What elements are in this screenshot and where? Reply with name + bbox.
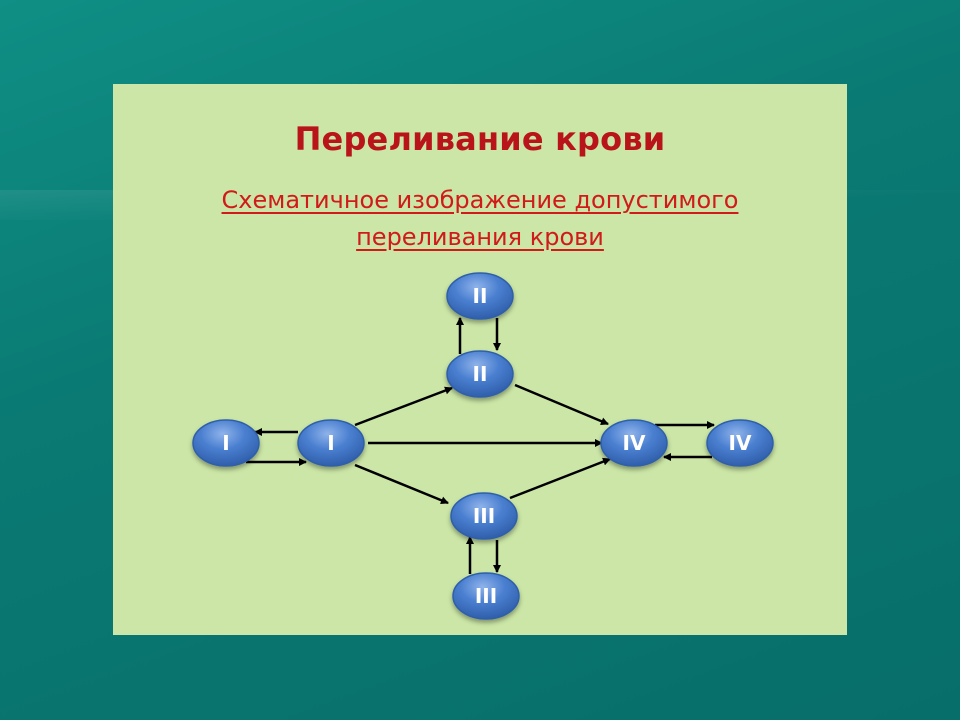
node-i-left: I bbox=[192, 419, 260, 467]
node-i-main: I bbox=[297, 419, 365, 467]
node-label: III bbox=[475, 584, 497, 608]
node-label: IV bbox=[623, 431, 646, 455]
arrow-ii-main-to-iv-main bbox=[514, 383, 609, 426]
node-iii-main: III bbox=[450, 492, 518, 540]
subtitle-line-2: переливания крови bbox=[356, 223, 604, 251]
slide-title: Переливание крови bbox=[294, 120, 666, 158]
node-label: III bbox=[473, 504, 495, 528]
arrow-iii-main-to-iv-main bbox=[509, 457, 611, 500]
slide-subtitle: Схематичное изображение допустимого пере… bbox=[173, 182, 787, 256]
nodes-layer: I I II II III III IV IV bbox=[192, 272, 774, 620]
node-iv-right: IV bbox=[706, 419, 774, 467]
node-iv-main: IV bbox=[600, 419, 668, 467]
node-iii-bottom: III bbox=[452, 572, 520, 620]
node-label: IV bbox=[729, 431, 752, 455]
node-label: I bbox=[222, 431, 229, 455]
arrow-i-main-to-ii-main bbox=[354, 386, 453, 427]
edges-layer bbox=[246, 317, 715, 574]
node-label: I bbox=[327, 431, 334, 455]
node-label: II bbox=[473, 362, 488, 386]
node-ii-main: II bbox=[446, 350, 514, 398]
node-label: II bbox=[473, 284, 488, 308]
node-ii-top: II bbox=[446, 272, 514, 320]
subtitle-line-1: Схематичное изображение допустимого bbox=[221, 186, 739, 214]
arrow-i-main-to-iii-main bbox=[354, 463, 449, 505]
